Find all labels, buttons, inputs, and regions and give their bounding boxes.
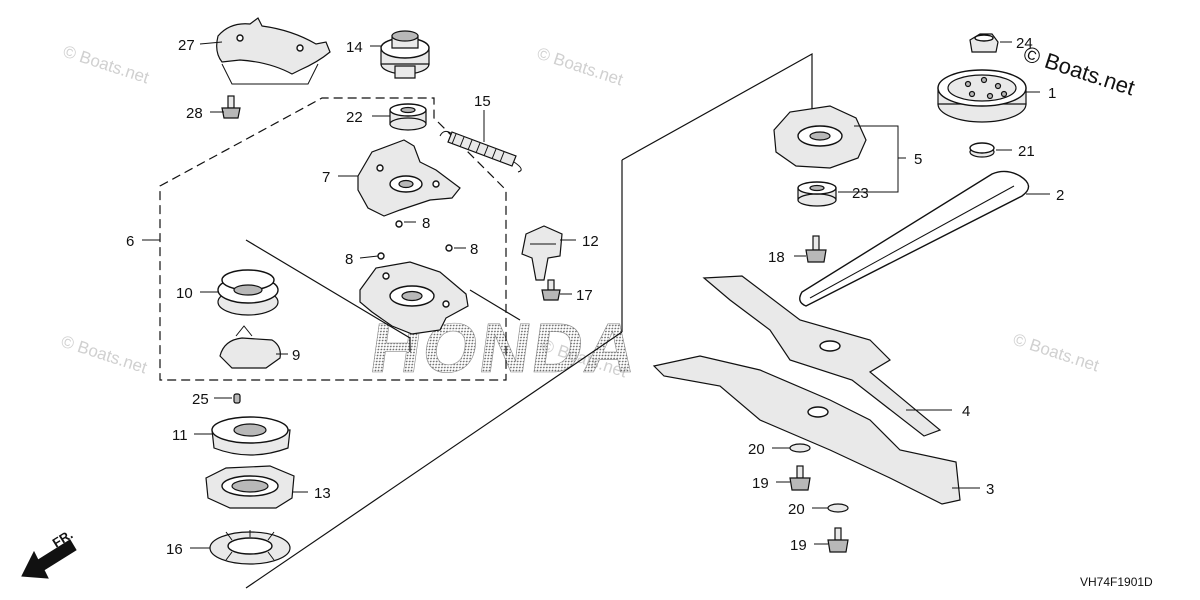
callout-13: 13	[314, 485, 331, 502]
part-16-washer	[209, 530, 291, 565]
callout-11: 11	[172, 427, 188, 444]
callout-8: 8	[345, 251, 353, 268]
part-19-bolt-a	[789, 465, 811, 491]
part-12-bracket	[521, 225, 563, 281]
part-cam-plate	[359, 261, 469, 335]
part-2-belt	[799, 170, 1030, 307]
part-3-blade-lower	[652, 355, 961, 505]
drawing-code: VH74F1901D	[1080, 575, 1153, 589]
part-25-key	[233, 393, 241, 404]
part-27-plate	[216, 17, 331, 85]
callout-22: 22	[346, 109, 363, 126]
part-20-washer-a	[789, 443, 811, 453]
part-7-plate	[357, 139, 461, 217]
part-13-nut	[205, 465, 295, 509]
part-5-housing	[773, 105, 867, 169]
callout-19: 19	[752, 475, 769, 492]
watermark-text-large: © Boats.net	[1020, 41, 1137, 100]
callout-14: 14	[346, 39, 363, 56]
callout-24: 24	[1016, 35, 1033, 52]
callout-8: 8	[470, 241, 478, 258]
part-8-ball-b	[377, 252, 385, 260]
part-9-clip	[219, 325, 281, 369]
watermark-text: © Boats.net	[1011, 330, 1102, 376]
callout-3: 3	[986, 481, 994, 498]
callout-1: 1	[1048, 85, 1056, 102]
callout-labels: 1 2 3 4 5 6 7 8 8 8 9 10 11 12 13 14 15 …	[126, 35, 1064, 558]
watermark-text: © Boats.net	[61, 42, 152, 88]
leader-lines	[142, 41, 1050, 549]
parts-group	[205, 17, 1030, 565]
part-14-boss	[380, 30, 430, 79]
watermark-text: © Boats.net	[535, 44, 626, 90]
callout-25: 25	[192, 391, 209, 408]
part-22-bearing	[389, 103, 427, 131]
part-10-spring	[217, 269, 279, 316]
part-20-washer-b	[827, 503, 849, 513]
dashed-frame-6	[159, 97, 507, 381]
callout-12: 12	[582, 233, 599, 250]
arrow-icon	[21, 539, 77, 579]
part-21-washer	[969, 142, 995, 158]
part-4-blade-upper	[702, 275, 942, 437]
callout-10: 10	[176, 285, 193, 302]
frame-top	[621, 52, 813, 161]
callout-9: 9	[292, 347, 300, 364]
callout-23: 23	[852, 185, 869, 202]
callout-15: 15	[474, 93, 491, 110]
callout-7: 7	[322, 169, 330, 186]
part-17-bolt	[541, 279, 561, 301]
assembly-frames	[159, 52, 813, 589]
watermark-text: © Boats.net	[59, 332, 150, 378]
part-11-housing	[211, 416, 291, 456]
callout-20: 20	[788, 501, 805, 518]
part-1-pulley	[937, 69, 1027, 123]
callout-20: 20	[748, 441, 765, 458]
callout-21: 21	[1018, 143, 1035, 160]
part-8-ball-a	[395, 220, 403, 228]
part-18-bolt	[805, 235, 827, 263]
part-23-bearing	[797, 181, 837, 207]
callout-2: 2	[1056, 187, 1064, 204]
callout-4: 4	[962, 403, 970, 420]
callout-6: 6	[126, 233, 134, 250]
callout-19: 19	[790, 537, 807, 554]
inner-bracket-b	[469, 289, 521, 321]
part-8-ball-c	[445, 244, 453, 252]
part-24-nut	[969, 33, 999, 53]
front-direction-arrow: FR.	[21, 527, 77, 579]
part-19-bolt-b	[827, 527, 849, 553]
callout-18: 18	[768, 249, 785, 266]
inner-bracket-a	[245, 239, 411, 352]
callout-5: 5	[914, 151, 922, 168]
part-28-bolt	[221, 95, 241, 119]
callout-17: 17	[576, 287, 593, 304]
part-15-spring	[439, 130, 522, 173]
callout-16: 16	[166, 541, 183, 558]
callout-28: 28	[186, 105, 203, 122]
callout-8: 8	[422, 215, 430, 232]
frame-diagonal	[245, 331, 623, 589]
callout-27: 27	[178, 37, 195, 54]
